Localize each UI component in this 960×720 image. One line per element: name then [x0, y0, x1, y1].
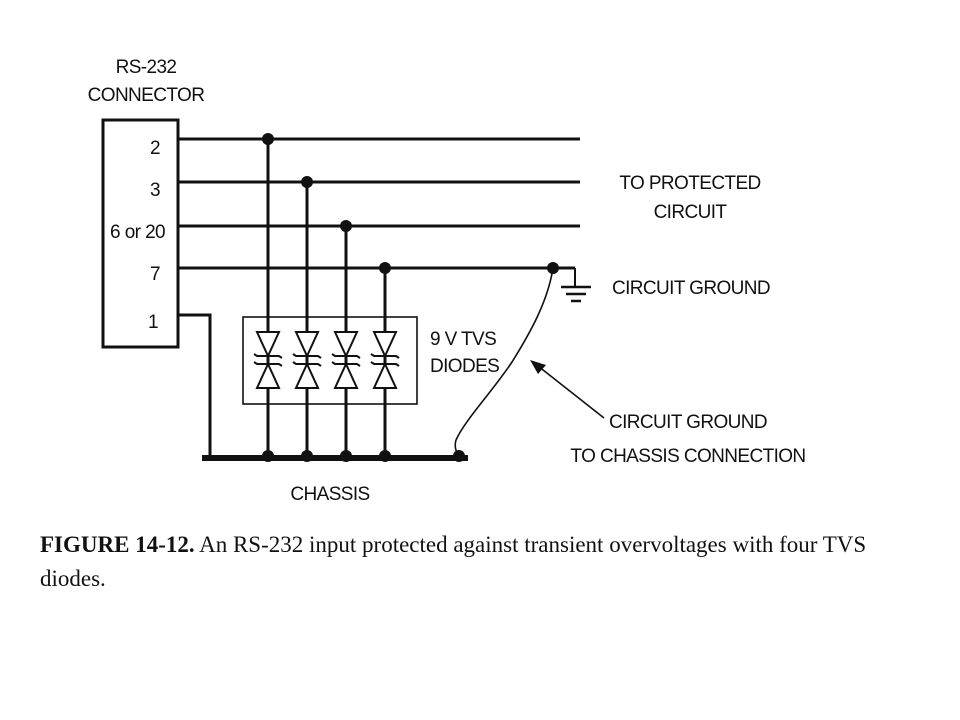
ground-chassis-wire — [454, 267, 554, 457]
protected-circuit-line2: CIRCUIT — [654, 202, 728, 223]
chassis-label: CHASSIS — [290, 484, 369, 505]
tvs-diode-4 — [370, 331, 400, 389]
wire-pin-1-chassis — [178, 313, 212, 456]
pin-label-6or20: 6 or 20 — [110, 222, 165, 243]
junction-dot — [379, 262, 391, 274]
tvs-diode-2 — [292, 331, 322, 389]
circuit-ground-label: CIRCUIT GROUND — [612, 278, 770, 299]
tvs-diode-box — [242, 316, 418, 405]
figure-number: FIGURE 14-12. — [40, 532, 195, 557]
connection-arrow — [537, 365, 605, 419]
connector-title-line1: RS-232 — [116, 57, 177, 78]
junction-dot — [301, 176, 313, 188]
connection-label-line2: TO CHASSIS CONNECTION — [570, 446, 805, 467]
pin-label-3: 3 — [150, 180, 160, 201]
tvs-label-line1: 9 V TVS — [430, 329, 496, 350]
protected-circuit-line1: TO PROTECTED — [619, 173, 760, 194]
connector-title-line2: CONNECTOR — [88, 85, 205, 106]
connector-box — [101, 118, 180, 349]
junction-dot — [340, 220, 352, 232]
junction-dot — [262, 133, 274, 145]
pin-label-2: 2 — [150, 138, 160, 159]
figure-caption: FIGURE 14-12. An RS-232 input protected … — [40, 528, 880, 596]
chassis-dot — [301, 450, 313, 462]
caption-text: An RS-232 input protected against transi… — [40, 532, 867, 591]
pin-label-7: 7 — [150, 264, 160, 285]
pin-label-1: 1 — [148, 312, 158, 333]
ground-symbol-icon — [561, 268, 591, 303]
chassis-dot — [379, 450, 391, 462]
connection-label-line1: CIRCUIT GROUND — [609, 412, 767, 433]
arrowhead-icon — [530, 360, 546, 374]
tvs-diode-3 — [331, 331, 361, 389]
tvs-label-line2: DIODES — [430, 356, 499, 377]
chassis-dot — [262, 450, 274, 462]
chassis-dot — [340, 450, 352, 462]
tvs-diode-1 — [253, 331, 283, 389]
